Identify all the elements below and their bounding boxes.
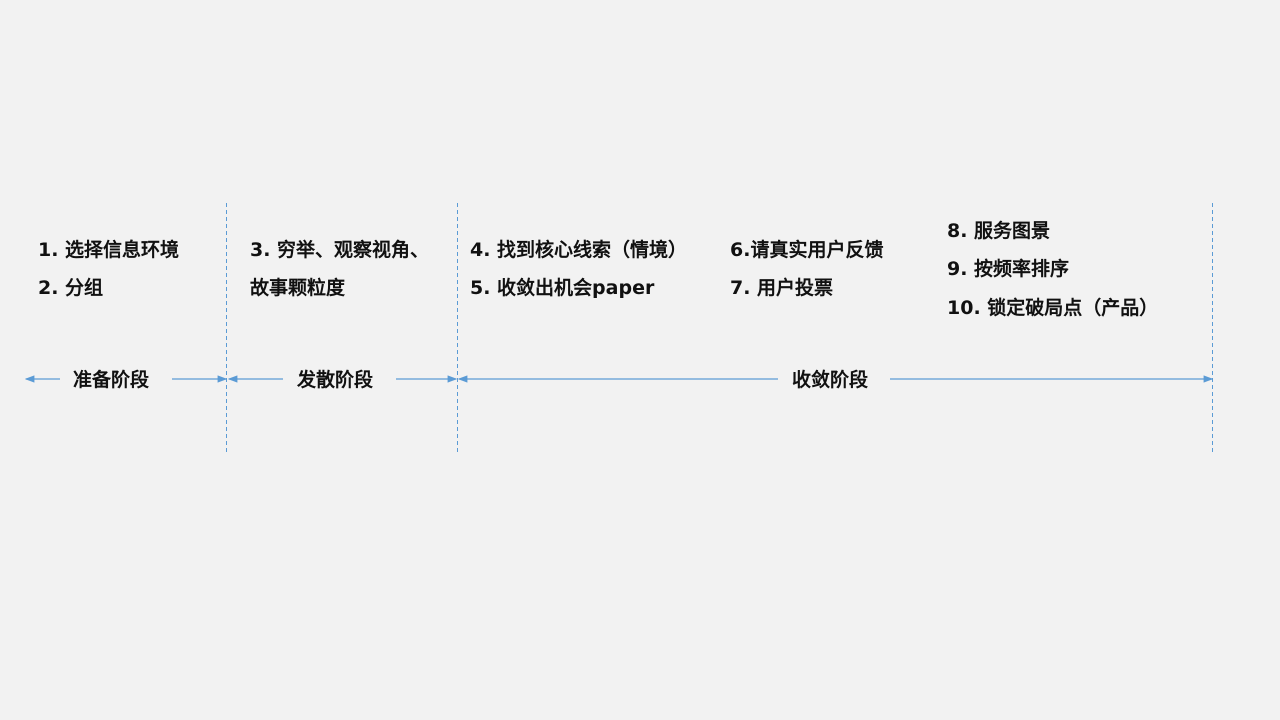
step-5: 5. 收敛出机会paper [470,277,655,299]
stage-diverge: 发散阶段 [293,368,378,392]
stage-converge: 收敛阶段 [788,368,873,392]
step-7: 7. 用户投票 [730,277,834,299]
step-10: 10. 锁定破局点（产品） [947,297,1159,319]
step-3: 3. 穷举、观察视角、 [250,239,430,261]
step-6: 6.请真实用户反馈 [730,239,884,261]
step-8: 8. 服务图景 [947,220,1051,242]
step-1: 1. 选择信息环境 [38,239,180,261]
step-2: 2. 分组 [38,277,104,299]
step-4: 4. 找到核心线索（情境） [470,239,688,261]
stage-prepare: 准备阶段 [69,368,154,392]
step-9: 9. 按频率排序 [947,258,1070,280]
step-3-cont: 故事颗粒度 [250,277,346,299]
